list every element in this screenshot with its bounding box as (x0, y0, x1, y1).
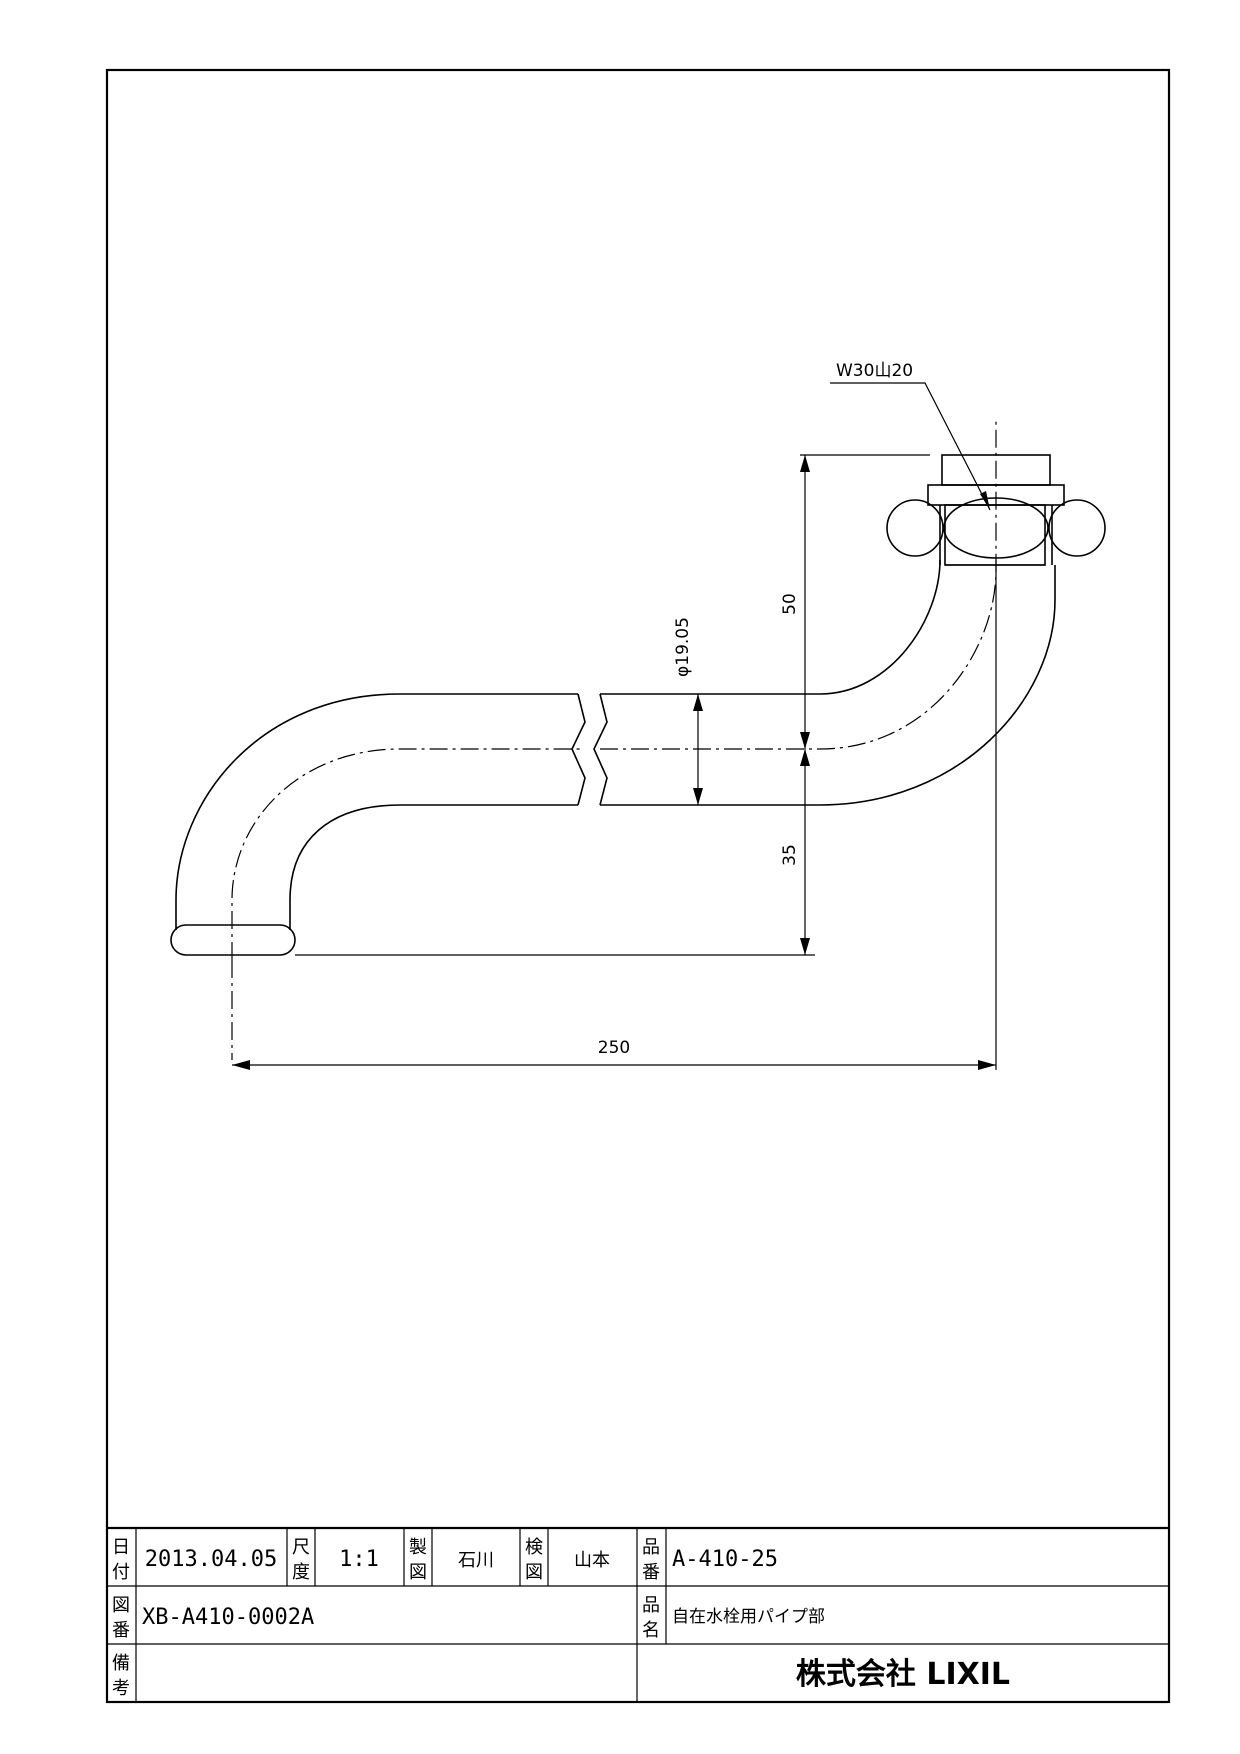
part-name-value: 自在水栓用パイプ部 (672, 1607, 825, 1627)
checked-by-value: 山本 (574, 1550, 610, 1571)
company-logo-text: 株式会社 LIXIL (796, 1657, 1010, 1692)
dimension-height-lower: 35 (780, 844, 800, 866)
scale-label-2: 度 (292, 1562, 310, 1583)
remarks-label-1: 備 (112, 1653, 130, 1674)
dimension-length: 250 (598, 1038, 630, 1058)
drawing-no-label-1: 図 (112, 1595, 130, 1616)
part-no-label-2: 番 (642, 1562, 660, 1583)
checked-label-2: 図 (525, 1562, 543, 1583)
drawing-border (105, 68, 1171, 1704)
dimension-lines (232, 382, 997, 1070)
drawn-label-1: 製 (409, 1537, 427, 1558)
remarks-label-2: 考 (112, 1678, 130, 1699)
drawn-label-2: 図 (409, 1562, 427, 1583)
date-label-2: 付 (112, 1562, 130, 1583)
checked-label-1: 検 (525, 1537, 543, 1558)
part-no-label-1: 品 (642, 1537, 660, 1558)
thread-spec-label: W30山20 (836, 361, 913, 381)
date-label-1: 日 (112, 1537, 130, 1558)
part-name-label-2: 名 (642, 1620, 660, 1641)
scale-value: 1:1 (339, 1547, 379, 1572)
part-name-label-1: 品 (642, 1595, 660, 1616)
drawn-by-value: 石川 (458, 1550, 494, 1571)
drawing-no-label-2: 番 (112, 1620, 130, 1641)
scale-label-1: 尺 (292, 1537, 310, 1558)
pipe-part (170, 420, 1056, 1060)
union-fitting (886, 454, 1106, 566)
dimension-diameter: φ19.05 (673, 617, 693, 677)
title-block (107, 1526, 1169, 1702)
dimension-height-upper: 50 (780, 593, 800, 615)
part-no-value: A-410-25 (672, 1547, 778, 1572)
date-value: 2013.04.05 (145, 1547, 277, 1572)
drawing-no-value: XB-A410-0002A (142, 1605, 314, 1630)
